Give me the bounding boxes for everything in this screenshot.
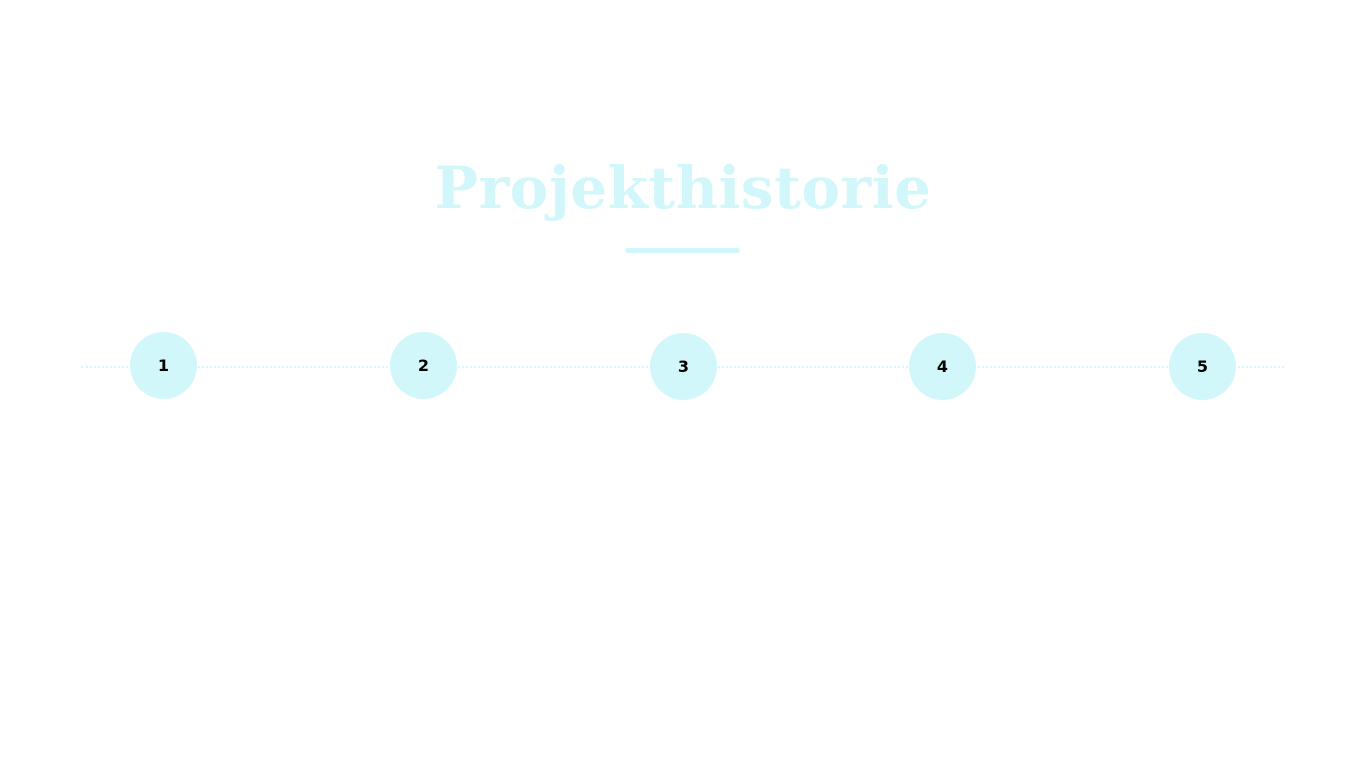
timeline-step-1[interactable]: 1: [130, 332, 197, 399]
timeline-step-label: 5: [1196, 357, 1209, 376]
timeline-step-label: 3: [677, 357, 690, 376]
timeline-step-2[interactable]: 2: [390, 332, 457, 399]
title-underline: [625, 248, 740, 253]
page-title: Projekthistorie: [434, 154, 932, 222]
timeline-step-label: 2: [417, 356, 430, 375]
timeline-step-label: 4: [936, 357, 949, 376]
timeline-step-5[interactable]: 5: [1169, 333, 1236, 400]
timeline-step-3[interactable]: 3: [650, 333, 717, 400]
timeline-step-label: 1: [157, 356, 170, 375]
timeline-step-4[interactable]: 4: [909, 333, 976, 400]
